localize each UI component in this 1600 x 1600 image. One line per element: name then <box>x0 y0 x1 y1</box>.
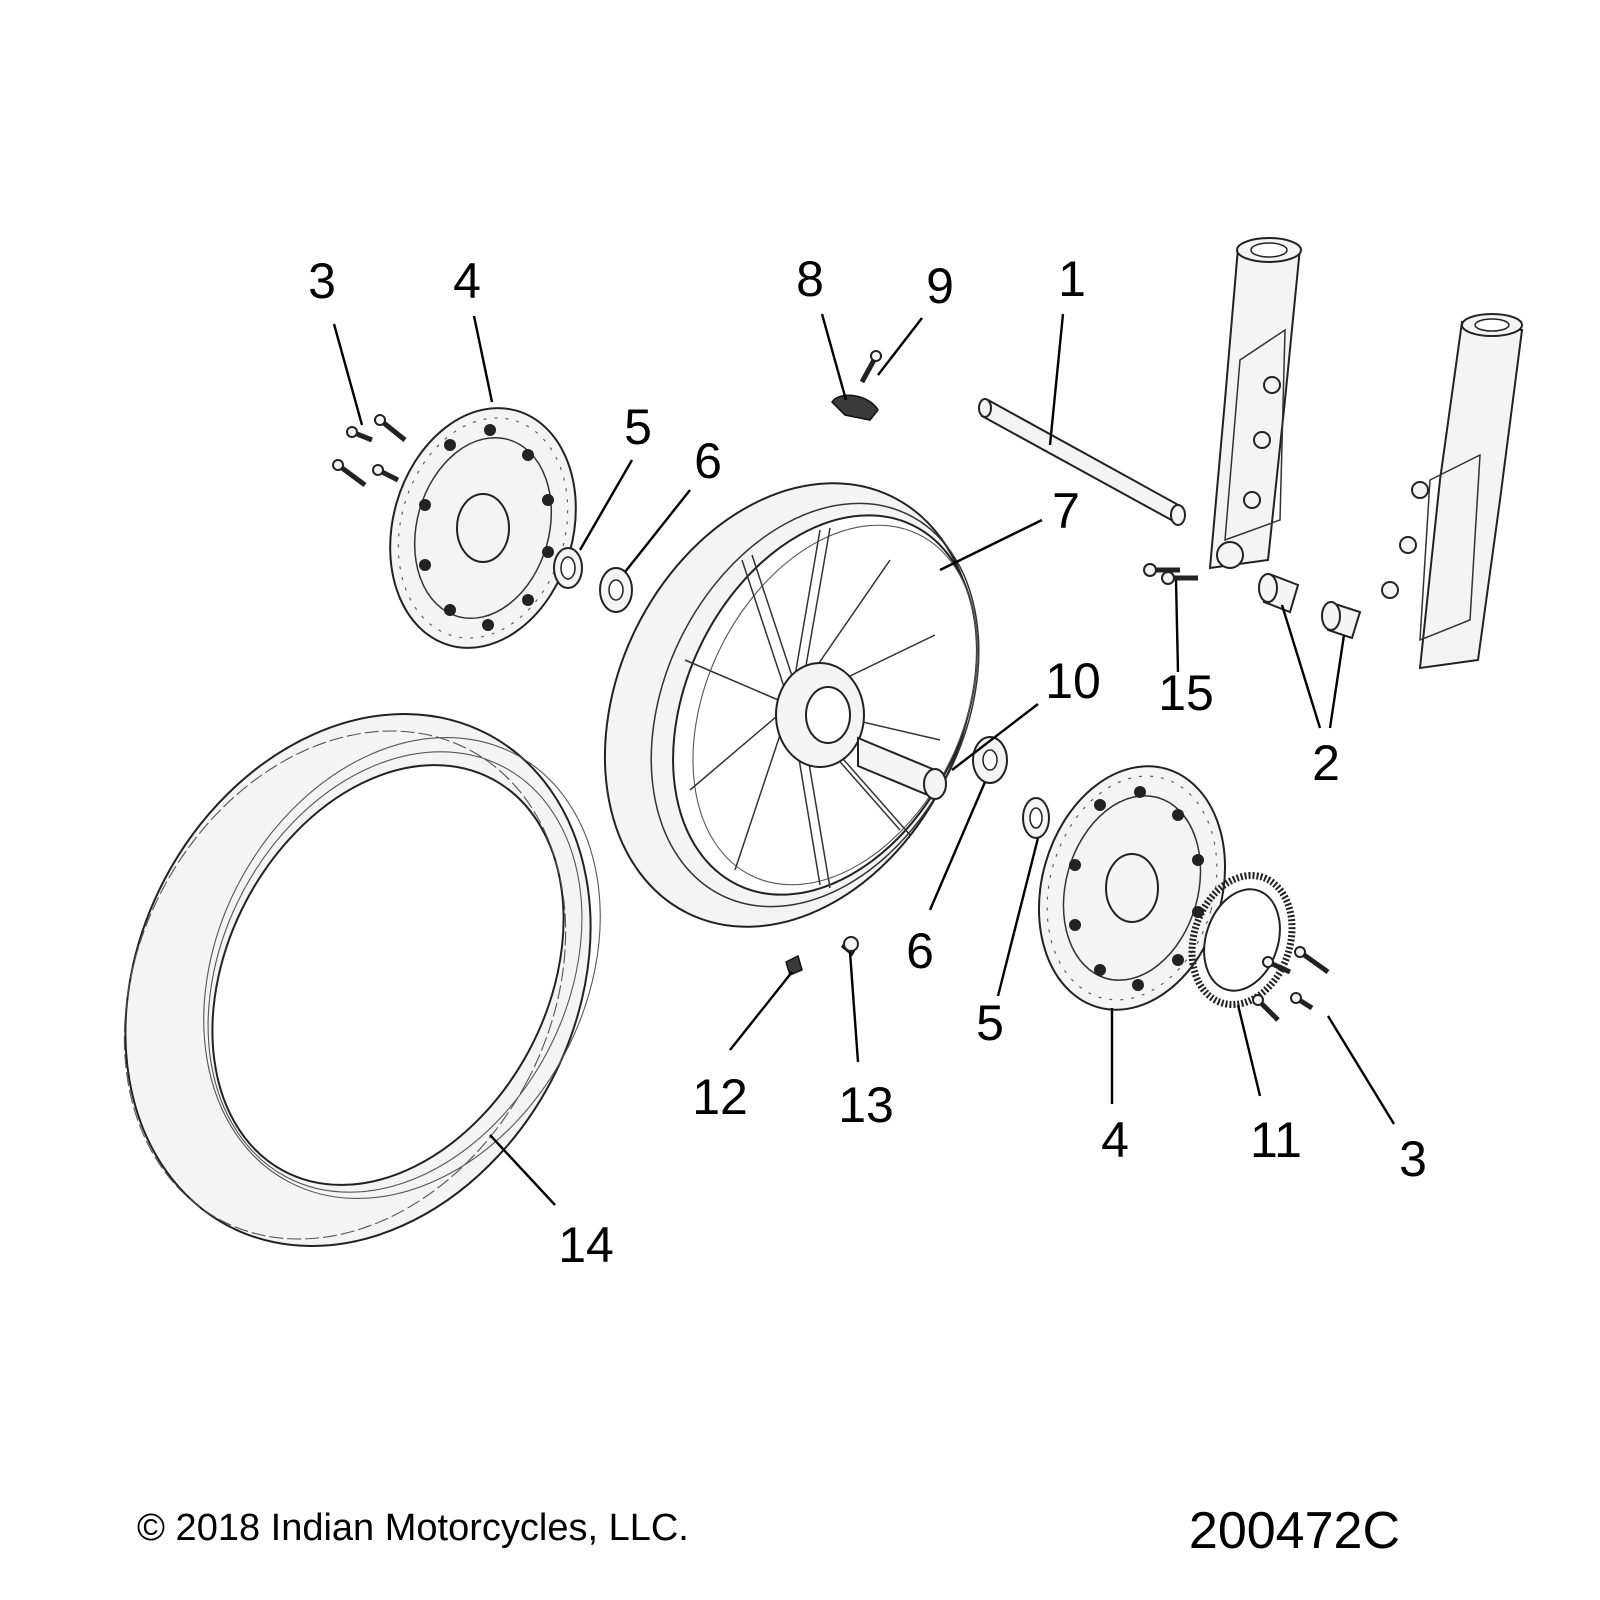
callout-10: 10 <box>1045 653 1101 709</box>
fork-bushings <box>1258 573 1362 640</box>
callout-4-right: 4 <box>1101 1112 1129 1168</box>
callout-5-left: 5 <box>624 399 652 455</box>
axle-spacer <box>857 736 947 800</box>
rotor-bolts-left <box>332 414 407 488</box>
bearing-left <box>599 567 633 613</box>
tone-ring <box>1188 872 1296 1008</box>
callout-4-left: 4 <box>453 253 481 309</box>
callout-2: 2 <box>1312 735 1340 791</box>
valve-nut <box>785 954 803 977</box>
callout-11: 11 <box>1250 1112 1302 1168</box>
seal-right <box>1022 797 1050 839</box>
callout-1: 1 <box>1058 251 1086 307</box>
rotor-bolts-right <box>1252 946 1330 1022</box>
callout-3-right: 3 <box>1399 1131 1427 1187</box>
sensor-screw <box>859 350 882 384</box>
brake-rotor-left <box>389 407 577 649</box>
callout-12: 12 <box>692 1069 748 1125</box>
axle <box>978 398 1186 526</box>
drawing-number: 200472C <box>1189 1502 1400 1560</box>
copyright-text: © 2018 Indian Motorcycles, LLC. <box>137 1507 689 1549</box>
valve-stem <box>841 936 859 957</box>
callout-labels: 3 4 8 9 1 5 6 7 10 15 2 6 5 12 13 4 11 3… <box>308 251 1427 1273</box>
callout-6-left: 6 <box>694 433 722 489</box>
callout-8: 8 <box>796 251 824 307</box>
leader-lines <box>332 313 1396 1206</box>
callout-6-right: 6 <box>906 923 934 979</box>
seal-left <box>553 547 583 589</box>
tire <box>123 713 601 1247</box>
tpms-sensor <box>831 394 879 421</box>
callout-9: 9 <box>926 258 954 314</box>
fork-leg-right <box>1381 313 1524 670</box>
callout-15: 15 <box>1158 665 1214 721</box>
callout-3-left: 3 <box>308 253 336 309</box>
callout-7: 7 <box>1052 483 1080 539</box>
bearing-right <box>972 736 1008 784</box>
fork-leg-left <box>1208 237 1302 570</box>
pinch-bolts <box>1143 563 1198 585</box>
callout-13: 13 <box>838 1077 894 1133</box>
callout-14: 14 <box>558 1217 614 1273</box>
callout-5-right: 5 <box>976 995 1004 1051</box>
wheel <box>603 482 980 928</box>
